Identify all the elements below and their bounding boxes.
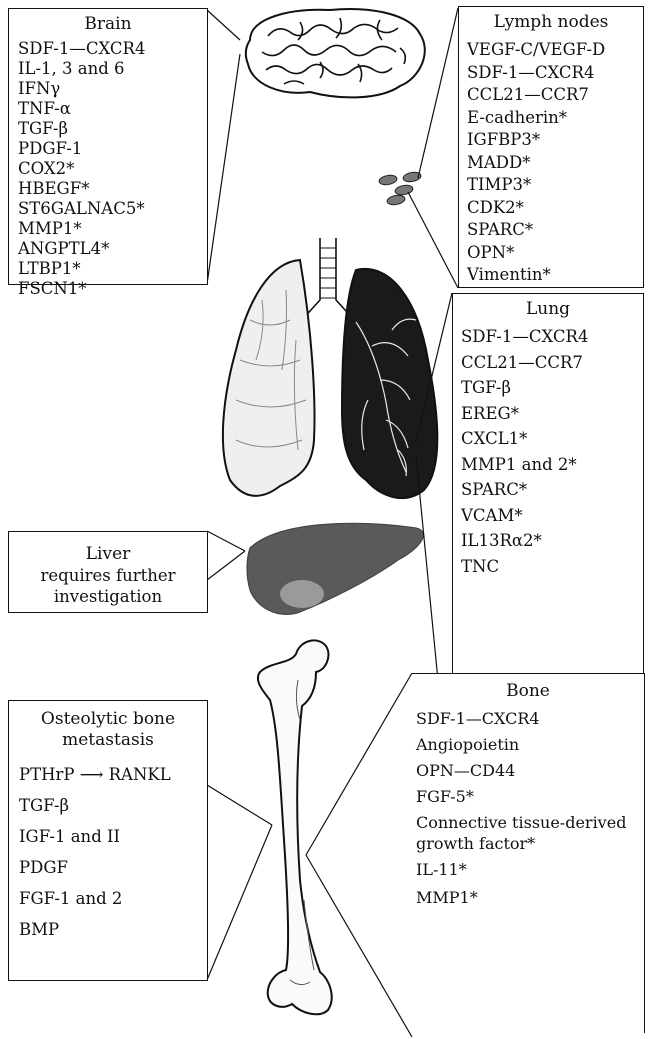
brain-item: COX2* [18,159,207,179]
brain-item: MMP1* [18,219,207,239]
brain-item: TNF-α [18,99,207,119]
lung-item: TGF-β [461,375,643,401]
liver-title: Liver [15,544,201,565]
lymph-item: TIMP3* [467,174,643,197]
lung-item: TNC [461,554,643,580]
lymph-item: VEGF-C/VEGF-D [467,39,643,62]
osteolytic-item: IGF-1 and II [19,821,207,852]
brain-item: HBEGF* [18,179,207,199]
lung-item: CCL21—CCR7 [461,350,643,376]
lymph-item: E-cadherin* [467,107,643,130]
lymph-node-illustration [378,171,421,206]
osteolytic-item: FGF-1 and 2 [19,883,207,914]
lymph-item: CCL21—CCR7 [467,84,643,107]
brain-illustration [246,9,425,97]
brain-item: IFNγ [18,79,207,99]
bone-item: Connective tissue-derived growth factor* [416,810,642,856]
brain-item: PDGF-1 [18,139,207,159]
lung-title: Lung [453,298,643,320]
lymph-item: IGFBP3* [467,129,643,152]
lymph-item: CDK2* [467,197,643,220]
lung-item: SDF-1—CXCR4 [461,324,643,350]
brain-item: SDF-1—CXCR4 [18,39,207,59]
lymph-item: SDF-1—CXCR4 [467,62,643,85]
lymph-nodes-box: Lymph nodes VEGF-C/VEGF-D SDF-1—CXCR4 CC… [458,6,644,288]
brain-item: FSCN1* [18,279,207,299]
bone-item: OPN—CD44 [416,758,642,784]
lung-item: MMP1 and 2* [461,452,643,478]
lymph-item: MADD* [467,152,643,175]
liver-box: Liver requires further investigation [8,531,208,613]
bone-item: SDF-1—CXCR4 [416,706,642,732]
lung-item: VCAM* [461,503,643,529]
lung-item: SPARC* [461,477,643,503]
bone-item: MMP1* [416,884,642,912]
lymph-nodes-title: Lymph nodes [459,11,643,33]
osteolytic-item: BMP [19,914,207,945]
osteolytic-box: Osteolytic bone metastasis PTHrP ⟶ RANKL… [8,700,208,981]
brain-title: Brain [9,13,207,35]
brain-item: LTBP1* [18,259,207,279]
lung-illustration [223,238,437,498]
bone-item: IL-11* [416,856,642,884]
osteolytic-item: PDGF [19,852,207,883]
bone-item: FGF-5* [416,784,642,810]
bone-item: Angiopoietin [416,732,642,758]
brain-item: ANGPTL4* [18,239,207,259]
lung-item: IL13Rα2* [461,528,643,554]
brain-box: Brain SDF-1—CXCR4 IL-1, 3 and 6 IFNγ TNF… [8,8,208,285]
brain-item: IL-1, 3 and 6 [18,59,207,79]
lung-item: CXCL1* [461,426,643,452]
osteolytic-item: TGF-β [19,790,207,821]
osteolytic-item: PTHrP ⟶ RANKL [19,759,207,790]
lymph-item: OPN* [467,242,643,265]
liver-subtitle: requires further investigation [15,565,201,607]
lymph-item: Vimentin* [467,264,643,287]
lymph-item: SPARC* [467,219,643,242]
osteolytic-title: Osteolytic bone metastasis [9,709,207,751]
bone-items: SDF-1—CXCR4 Angiopoietin OPN—CD44 FGF-5*… [416,706,642,912]
lung-item: EREG* [461,401,643,427]
bone-title: Bone [412,680,644,702]
brain-item: ST6GALNAC5* [18,199,207,219]
liver-illustration [247,523,423,614]
bone-illustration [258,640,332,1014]
brain-item: TGF-β [18,119,207,139]
